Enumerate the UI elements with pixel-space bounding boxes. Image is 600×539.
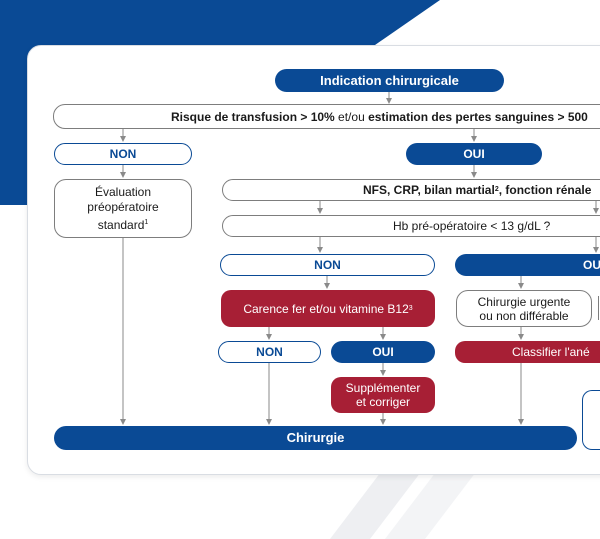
node-hb-preoperatoire: Hb pré-opératoire < 13 g/dL ? bbox=[222, 215, 600, 237]
node-oui-2: OU bbox=[455, 254, 600, 276]
node-oui-3: OUI bbox=[331, 341, 435, 363]
node-non-3: NON bbox=[218, 341, 321, 363]
node-risque-transfusion: Risque de transfusion > 10% et/ou estima… bbox=[53, 104, 600, 129]
light-stripe-2 bbox=[385, 460, 485, 539]
node-non-1: NON bbox=[54, 143, 192, 165]
node-chirurgie: Chirurgie bbox=[54, 426, 577, 450]
node-evaluation-preoperatoire: Évaluation préopératoire standard1 bbox=[54, 179, 192, 238]
light-stripe-1 bbox=[330, 460, 430, 539]
node-oui-1: OUI bbox=[406, 143, 542, 165]
risque-text-1: Risque de transfusion > 10% bbox=[171, 109, 335, 124]
node-supplementer-corriger: Supplémenter et corriger bbox=[331, 377, 435, 413]
node-right-partial-box bbox=[582, 390, 600, 450]
node-classifier-anemie: Classifier l'ané bbox=[455, 341, 600, 363]
risque-text-2: et/ou bbox=[334, 109, 369, 124]
risque-text-3: estimation des pertes sanguines > 500 bbox=[368, 109, 588, 124]
blue-corner-shape bbox=[0, 0, 440, 205]
node-indication-chirurgicale: Indication chirurgicale bbox=[275, 69, 504, 92]
node-right-edge-partial bbox=[598, 296, 600, 320]
node-chirurgie-urgente: Chirurgie urgente ou non différable bbox=[456, 290, 592, 327]
node-non-2: NON bbox=[220, 254, 435, 276]
